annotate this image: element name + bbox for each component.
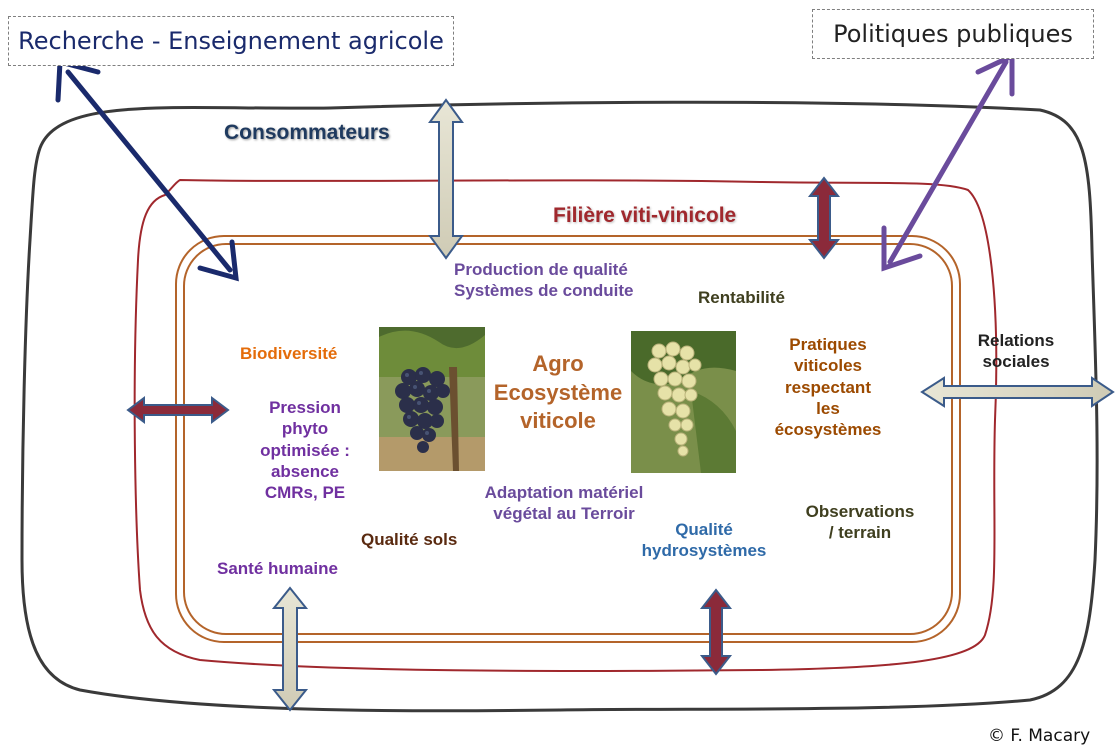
pression-line-5: CMRs, PE [264, 483, 346, 502]
pratiques-line-4: les [816, 398, 840, 418]
red-grapes-photo [379, 327, 485, 471]
production-line-2: Systèmes de conduite [454, 281, 634, 301]
adaptation-line-1: Adaptation matériel [484, 483, 644, 502]
filiere-label: Filière viti-vinicole [553, 204, 737, 227]
credit-text: © F. Macary [988, 726, 1091, 746]
observations-label: Observations / terrain [790, 501, 930, 544]
inner-ring [175, 235, 961, 643]
relations-line-2: sociales [982, 352, 1050, 372]
sante-label: Santé humaine [217, 559, 338, 578]
qualite-hydro-line-2: hydrosystèmes [641, 541, 767, 561]
pratiques-line-5: écosystèmes [774, 420, 882, 439]
filiere-top-arrow [807, 176, 841, 260]
pression-label: Pression phyto optimisée : absence CMRs,… [250, 397, 360, 503]
biodiversite-label: Biodiversité [240, 344, 338, 363]
pression-line-4: absence [270, 461, 340, 481]
consommateurs-arrow [428, 98, 464, 260]
relations-line-1: Relations [977, 331, 1055, 350]
recherche-arrow [55, 58, 239, 282]
white-grapes-photo [631, 331, 736, 473]
center-label: Agro Ecosystème viticole [486, 350, 630, 436]
adaptation-line-2: végétal au Terroir [493, 504, 635, 524]
observations-line-1: Observations [805, 502, 915, 521]
pratiques-line-1: Pratiques [789, 335, 867, 354]
sante-arrow [271, 586, 309, 712]
recherche-box: Recherche - Enseignement agricole [8, 16, 454, 66]
outer-ring [20, 100, 1099, 713]
politiques-arrow [881, 52, 1015, 272]
pression-line-3: optimisée : [260, 440, 350, 460]
pression-line-1: Pression [269, 398, 341, 417]
qualite-hydro-label: Qualité hydrosystèmes [628, 519, 780, 562]
adaptation-label: Adaptation matériel végétal au Terroir [466, 482, 662, 525]
qualite-sols-label: Qualité sols [361, 530, 458, 549]
center-line-3: viticole [520, 408, 596, 434]
recherche-label: Recherche - Enseignement agricole [18, 27, 444, 55]
inner-ring-inner [183, 243, 953, 635]
center-line-2: Ecosystème [493, 379, 623, 405]
pratiques-label: Pratiques viticoles respectant les écosy… [760, 334, 896, 440]
relations-label: Relations sociales [956, 330, 1076, 373]
politiques-label: Politiques publiques [833, 20, 1073, 48]
left-horizontal-arrow [126, 396, 230, 424]
pression-line-2: phyto [281, 419, 329, 439]
pratiques-line-3: respectant [785, 377, 871, 397]
production-label: Production de qualité Systèmes de condui… [454, 259, 634, 302]
politiques-box: Politiques publiques [812, 9, 1094, 59]
consommateurs-label: Consommateurs [224, 121, 390, 144]
observations-line-2: / terrain [828, 523, 892, 543]
relations-arrow [920, 376, 1115, 408]
hydro-arrow [699, 588, 733, 676]
production-line-1: Production de qualité [454, 260, 628, 279]
pratiques-line-2: viticoles [793, 356, 863, 376]
center-line-1: Agro [532, 351, 584, 376]
rentabilite-label: Rentabilité [698, 288, 785, 307]
qualite-hydro-line-1: Qualité [675, 520, 733, 539]
